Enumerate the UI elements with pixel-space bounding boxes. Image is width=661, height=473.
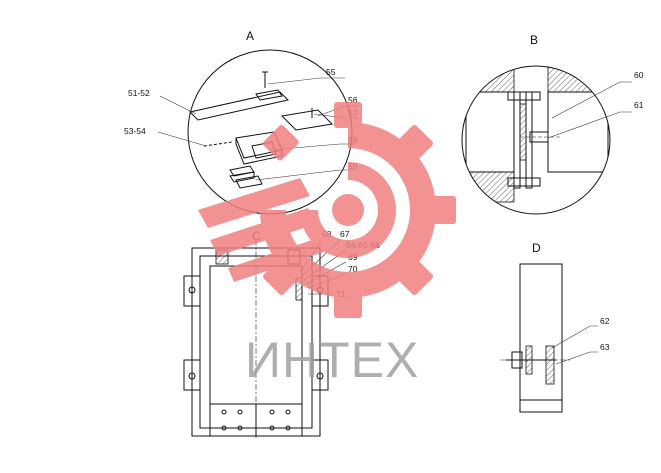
plate-tab [255,89,283,101]
watermark: ИНТЕХ [198,102,456,388]
callout-67: 67 [340,229,350,239]
callout-63: 63 [600,342,610,352]
callout-61: 61 [634,100,644,110]
screws-53-54 [203,141,233,147]
block-59b [235,175,263,189]
detail-circle-b [461,65,611,215]
view-a: A 55 51-52 56 57 53-54 58 59 [124,29,358,215]
flange-right-bottom [311,359,329,391]
speed-stripes [198,178,324,282]
callout-60: 60 [634,70,644,80]
watermark-text: ИНТЕХ [245,332,419,388]
view-a-label: A [246,29,254,43]
callout-70: 70 [348,264,358,274]
plate-56 [280,109,334,131]
gear-icon [260,102,456,318]
nut-63 [545,345,555,385]
flange-left-bottom [183,359,201,391]
plate-51-52 [189,91,289,121]
callout-56: 56 [348,95,358,105]
d-body [519,263,563,413]
callout-55: 55 [326,67,336,77]
callout-51-52: 51-52 [128,88,150,98]
callout-53-54: 53-54 [124,126,146,136]
callout-62: 62 [600,316,610,326]
view-d-label: D [532,241,541,255]
view-d: D 62 63 [500,241,610,413]
view-b-label: B [530,33,538,47]
flange-left-top [183,275,201,307]
view-b: B 60 61 [461,33,644,215]
seal-plate [519,103,527,161]
